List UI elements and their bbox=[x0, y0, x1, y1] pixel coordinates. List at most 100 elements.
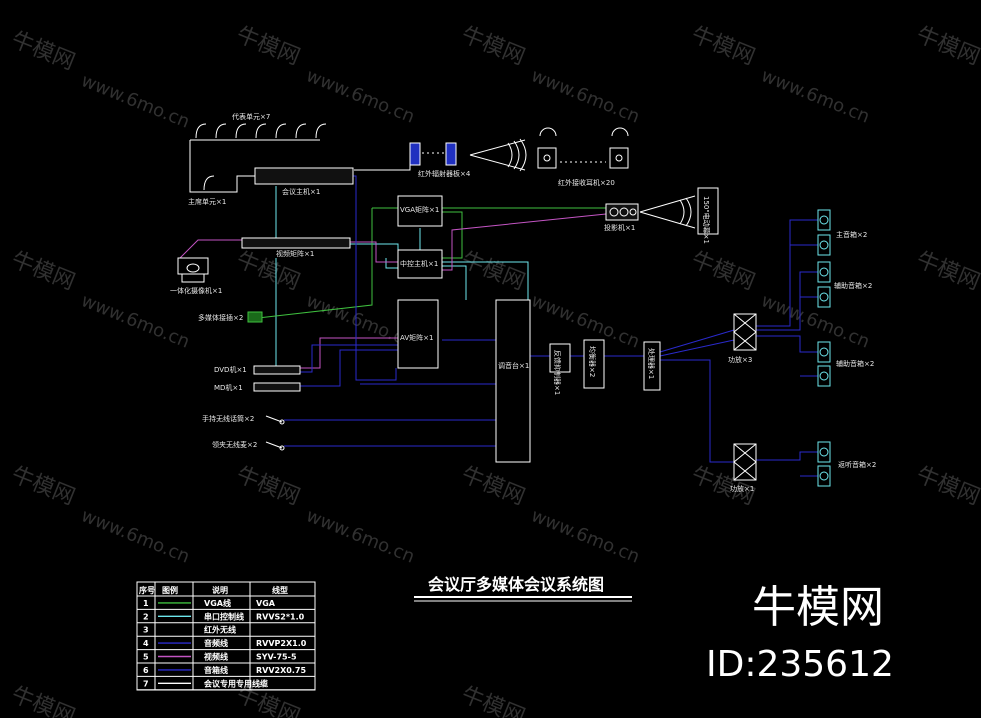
speaker-icon bbox=[817, 365, 831, 387]
av-matrix bbox=[397, 299, 439, 369]
conference-chair-line bbox=[189, 140, 255, 193]
audio-line bbox=[300, 344, 398, 373]
mixer bbox=[495, 299, 531, 463]
processor bbox=[643, 341, 661, 391]
serial-line bbox=[385, 258, 398, 269]
chairman-unit-label: 主席单元×1 bbox=[188, 197, 226, 206]
watermark-logo: 牛模网 bbox=[458, 462, 529, 510]
camera-label: 一体化摄像机×1 bbox=[170, 286, 222, 295]
legend-row-type: VGA bbox=[256, 599, 276, 608]
watermark-logo: 牛模网 bbox=[8, 27, 79, 75]
watermark-logo: 牛模网 bbox=[8, 462, 79, 510]
amp-1-label: 功放×1 bbox=[730, 484, 754, 493]
projection-screen-label: 150"电动幕×1 bbox=[702, 196, 711, 244]
speaker-cone bbox=[819, 471, 829, 481]
monitor-speakers-label: 返听音箱×2 bbox=[838, 460, 876, 469]
legend-header-no: 序号 bbox=[139, 585, 155, 595]
gooseneck-mic-icon bbox=[235, 123, 247, 139]
watermark-url: www.6mo.cn bbox=[78, 290, 192, 353]
ir-receiver-icon bbox=[537, 127, 557, 169]
watermark-logo: 牛模网 bbox=[458, 22, 529, 70]
watermark-logo: 牛模网 bbox=[458, 247, 529, 295]
ir-receiver-icon bbox=[609, 127, 629, 169]
projection-beam-icon bbox=[639, 195, 696, 229]
legend-row-type: RVVS2*1.0 bbox=[256, 612, 305, 621]
speaker-icon bbox=[817, 209, 831, 231]
feedback-suppressor bbox=[549, 343, 571, 373]
multimedia-box-label: 多媒体接插×2 bbox=[198, 313, 243, 322]
watermark-url: www.6mo.cn bbox=[303, 505, 417, 568]
equalizer bbox=[583, 339, 605, 389]
watermark-url: www.6mo.cn bbox=[528, 505, 642, 568]
watermark-logo: 牛模网 bbox=[688, 22, 759, 70]
video-line bbox=[350, 241, 398, 263]
speaker-group-monitor bbox=[817, 441, 831, 487]
speaker-line bbox=[756, 335, 818, 353]
speaker-cone bbox=[819, 215, 829, 225]
handheld-mic-icon bbox=[265, 415, 285, 425]
watermark-logo: 牛模网 bbox=[913, 247, 981, 295]
watermark-logo: 牛模网 bbox=[233, 22, 304, 70]
av-matrix-label: AV矩阵×1 bbox=[400, 333, 433, 342]
ir-emitter-icon bbox=[445, 142, 457, 166]
watermark-logo: 牛模网 bbox=[913, 22, 981, 70]
gooseneck-mic-icon bbox=[295, 123, 307, 139]
legend-row-desc: 视频线 bbox=[204, 652, 228, 662]
projector-lens-icon bbox=[629, 208, 637, 216]
legend-row-desc: 音箱线 bbox=[204, 665, 228, 675]
watermark-logo: 牛模网 bbox=[8, 247, 79, 295]
ir-emitter-icon bbox=[409, 142, 421, 166]
video-matrix bbox=[241, 237, 351, 249]
legend-row-no: 5 bbox=[143, 653, 149, 662]
speaker-icon bbox=[817, 234, 831, 256]
speaker-icon bbox=[817, 261, 831, 283]
watermark-url: www.6mo.cn bbox=[78, 505, 192, 568]
delegate-units-label: 代表单元×7 bbox=[232, 112, 270, 121]
projector-lens-icon bbox=[609, 207, 619, 217]
watermark-url: www.6mo.cn bbox=[758, 290, 872, 353]
delegate-units bbox=[195, 123, 327, 191]
legend-row-desc: 红外无线 bbox=[204, 625, 236, 635]
gooseneck-mic-icon bbox=[255, 123, 267, 139]
video-line bbox=[300, 337, 398, 369]
brand-logo: 牛模网 bbox=[752, 582, 884, 633]
aux-speakers-1-label: 辅助音箱×2 bbox=[834, 281, 872, 290]
speaker-icon bbox=[817, 286, 831, 308]
ir-emitter-label: 红外辐射器板×4 bbox=[418, 169, 471, 178]
legend-header-symbol: 图例 bbox=[162, 585, 178, 595]
serial-line bbox=[350, 243, 399, 256]
gooseneck-mic-icon bbox=[203, 175, 215, 191]
legend-row-desc: 串口控制线 bbox=[204, 611, 244, 621]
legend-row-no: 6 bbox=[143, 666, 149, 675]
speaker-group-aux-2 bbox=[817, 341, 831, 387]
speaker-line bbox=[756, 271, 818, 331]
central-control-label: 中控主机×1 bbox=[400, 259, 438, 268]
watermark-url: www.6mo.cn bbox=[303, 65, 417, 128]
watermark-logo: 牛模网 bbox=[458, 682, 529, 718]
speaker-group-main bbox=[817, 209, 831, 256]
camera-icon bbox=[177, 257, 209, 283]
amplifier-icon bbox=[733, 443, 757, 481]
speaker-cone bbox=[819, 347, 829, 357]
legend-row-type: RVV2X0.75 bbox=[256, 666, 306, 675]
equalizer-label: 均衡器×2 bbox=[588, 346, 597, 377]
diagram-title: 会议厅多媒体会议系统图 bbox=[428, 575, 604, 594]
vga-matrix-label: VGA矩阵×1 bbox=[400, 205, 439, 214]
watermark-url: www.6mo.cn bbox=[758, 65, 872, 128]
audio-line bbox=[660, 359, 734, 463]
speaker-icon bbox=[817, 341, 831, 363]
lavalier-mic-icon bbox=[265, 441, 285, 451]
ir-wave-icon bbox=[469, 138, 527, 172]
conference-ir-line bbox=[354, 155, 411, 171]
legend-row-no: 1 bbox=[143, 599, 149, 608]
gooseneck-mic-icon bbox=[215, 123, 227, 139]
speaker-line bbox=[756, 451, 818, 461]
legend-row-type: RVVP2X1.0 bbox=[256, 639, 307, 648]
legend-row-type: SYV-75-5 bbox=[256, 653, 297, 662]
md-label: MD机×1 bbox=[214, 383, 243, 392]
gooseneck-mic-icon bbox=[195, 123, 207, 139]
audio-line bbox=[330, 175, 397, 381]
legend-row-desc: 音频线 bbox=[204, 638, 228, 648]
lavalier-mic-label: 领夹无线麦×2 bbox=[212, 440, 257, 449]
legend-row-no: 3 bbox=[143, 626, 149, 635]
